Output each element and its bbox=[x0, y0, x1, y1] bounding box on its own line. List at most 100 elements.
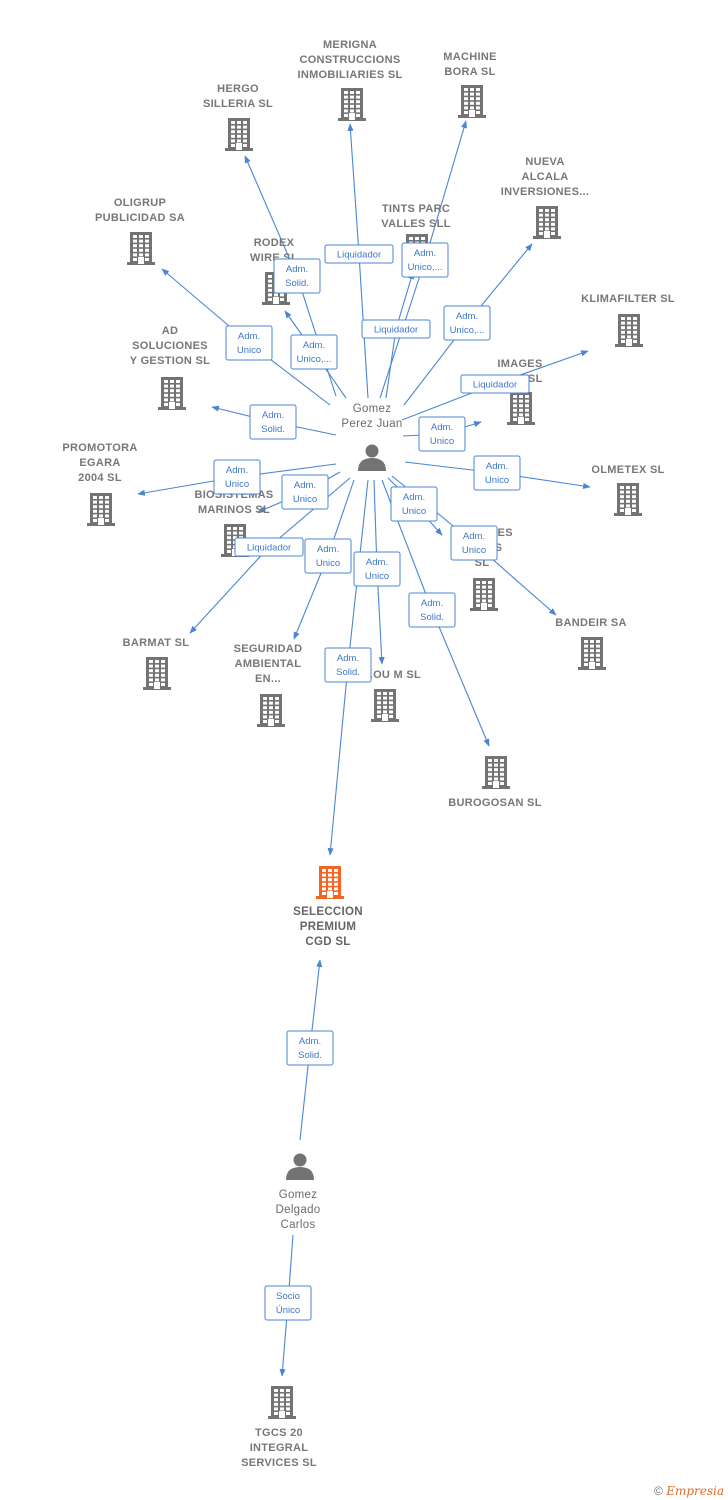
relation-label: Unico bbox=[293, 494, 317, 505]
relation-label: Adm. bbox=[366, 557, 388, 568]
node-label: NUEVA bbox=[525, 156, 564, 168]
relation-label: Unico bbox=[365, 571, 389, 582]
building-icon bbox=[225, 118, 253, 151]
node-hergo[interactable]: HERGO SILLERIA SL bbox=[203, 83, 273, 151]
node-label: ALCALA bbox=[521, 171, 568, 183]
node-label: Carlos bbox=[280, 1219, 315, 1231]
node-label: INTEGRAL bbox=[250, 1442, 309, 1454]
relation-label: Solid. bbox=[261, 424, 285, 435]
node-nueva[interactable]: NUEVAALCALAINVERSIONES... bbox=[501, 156, 590, 239]
building-icon bbox=[316, 866, 344, 899]
node-label: SILLERIA SL bbox=[203, 98, 273, 110]
node-klima[interactable]: KLIMAFILTER SL bbox=[581, 293, 675, 347]
relation-badge-gpj-seguridad[interactable]: Adm. Unico bbox=[304, 538, 352, 574]
relation-badge-gpj-barmat[interactable]: Liquidador bbox=[234, 537, 304, 557]
relation-label: Socio bbox=[276, 1291, 300, 1302]
node-tgcs[interactable]: TGCS 20 INTEGRAL SERVICES SL bbox=[241, 1386, 317, 1469]
node-seguridad[interactable]: SEGURIDADAMBIENTALEN... bbox=[234, 643, 303, 727]
relation-badge-gpj-ad[interactable]: Adm. Solid. bbox=[249, 404, 297, 440]
node-label: KLIMAFILTER SL bbox=[581, 293, 675, 305]
node-barmat[interactable]: BARMAT SL bbox=[123, 637, 190, 690]
building-icon bbox=[507, 392, 535, 425]
relation-badge-gpj-hergo[interactable]: Adm.Solid. bbox=[273, 258, 321, 294]
relation-label: Adm. bbox=[414, 248, 436, 259]
relation-badge-gpj-nueva[interactable]: Adm.Unico,... bbox=[443, 305, 491, 341]
relation-label: Unico,... bbox=[408, 262, 443, 273]
relation-badge-gpj-rodex[interactable]: Adm. Unico,... bbox=[290, 334, 338, 370]
building-icon bbox=[482, 756, 510, 789]
relation-label: Adm. bbox=[226, 465, 248, 476]
node-label: AMBIENTAL bbox=[235, 658, 302, 670]
node-burogosan[interactable]: BUROGOSAN SL bbox=[448, 756, 541, 809]
relation-label: Liquidador bbox=[374, 325, 418, 336]
relation-label: Adm. bbox=[238, 331, 260, 342]
relation-label: Unico,... bbox=[297, 354, 332, 365]
building-icon bbox=[371, 689, 399, 722]
relation-badge-gpj-burogosan[interactable]: Adm. Solid. bbox=[408, 592, 456, 628]
node-label: BANDEIR SA bbox=[555, 617, 626, 629]
relation-label: Adm. bbox=[303, 340, 325, 351]
relation-badge-gpj-olmetex[interactable]: Adm. Unico bbox=[473, 455, 521, 491]
node-label: SEGURIDAD bbox=[234, 643, 303, 655]
relation-label: Liquidador bbox=[247, 543, 291, 554]
node-label: BUROGOSAN SL bbox=[448, 797, 541, 809]
node-label: TGCS 20 bbox=[255, 1427, 303, 1439]
relation-label: Adm. bbox=[317, 544, 339, 555]
relation-label: Unico bbox=[485, 475, 509, 486]
relation-label: Liquidador bbox=[337, 250, 381, 261]
relation-label: Unico bbox=[225, 479, 249, 490]
node-olmetex[interactable]: OLMETEX SL bbox=[591, 464, 664, 516]
relation-label: Adm. bbox=[486, 461, 508, 472]
edges-layer bbox=[137, 120, 591, 1377]
node-label: VALLES SLL bbox=[381, 218, 450, 230]
relation-badge-gpj-sim[interactable]: Adm.Unico bbox=[390, 486, 438, 522]
relation-badge-gpj-tints[interactable]: Liquidador bbox=[361, 319, 431, 339]
node-label: Gomez bbox=[279, 1189, 318, 1201]
brand-logo[interactable]: Empresia bbox=[666, 1484, 724, 1498]
node-label: CONSTRUCCIONS bbox=[299, 54, 400, 66]
relation-badge-gpj-images[interactable]: Adm.Unico bbox=[418, 416, 466, 452]
node-label: Perez Juan bbox=[341, 418, 402, 430]
building-icon bbox=[158, 377, 186, 410]
relation-badge-gpj-merigna[interactable]: Liquidador bbox=[324, 244, 394, 264]
node-oum[interactable]: ...OU M SL bbox=[363, 669, 421, 722]
node-label: OLMETEX SL bbox=[591, 464, 664, 476]
node-bandeir[interactable]: BANDEIR SA bbox=[555, 617, 626, 670]
building-icon bbox=[614, 483, 642, 516]
relation-badge-gpj-promotora[interactable]: Adm. Unico bbox=[213, 459, 261, 495]
node-label: HERGO bbox=[217, 83, 259, 95]
node-label: MACHINE bbox=[443, 51, 496, 63]
relation-label: Adm. bbox=[403, 492, 425, 503]
relation-label: Adm. bbox=[456, 311, 478, 322]
building-icon bbox=[268, 1386, 296, 1419]
relation-badge-gpj-oligrup[interactable]: Adm.Unico bbox=[225, 325, 273, 361]
relation-badge-gpj-machine[interactable]: Adm. Unico,... bbox=[401, 242, 449, 278]
person-icon bbox=[358, 444, 386, 471]
relation-badge-gpj-klima[interactable]: Liquidador bbox=[460, 374, 530, 394]
relation-label: Único bbox=[276, 1305, 300, 1316]
node-label: PROMOTORA bbox=[62, 442, 137, 454]
relation-badge-gdc-sel[interactable]: Adm.Solid. bbox=[286, 1030, 334, 1066]
relation-label: Unico bbox=[462, 545, 486, 556]
relation-label: Solid. bbox=[420, 612, 444, 623]
node-label: BARMAT SL bbox=[123, 637, 190, 649]
relation-label: Unico bbox=[316, 558, 340, 569]
node-label: SERVICES SL bbox=[241, 1457, 317, 1469]
relation-badge-gpj-sel[interactable]: Adm.Solid. bbox=[324, 647, 372, 683]
relation-badge-gpj-bandeir[interactable]: Adm.Unico bbox=[450, 525, 498, 561]
building-icon bbox=[257, 694, 285, 727]
relation-badge-gpj-oum[interactable]: Adm. Unico bbox=[353, 551, 401, 587]
relation-label: Adm. bbox=[421, 598, 443, 609]
relation-badge-gpj-bio[interactable]: Adm.Unico bbox=[281, 474, 329, 510]
relation-label: Adm. bbox=[262, 410, 284, 421]
